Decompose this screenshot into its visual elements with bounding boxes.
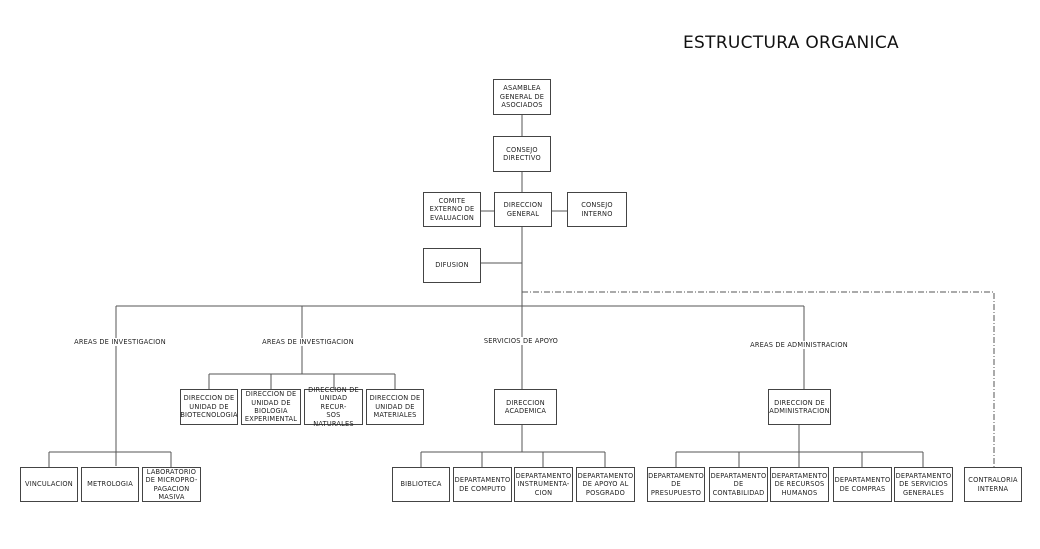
node-difusion: DIFUSION	[423, 248, 481, 283]
label-areas-investigacion-2: AREAS DE INVESTIGACION	[260, 338, 356, 346]
node-dep-contabilidad: DEPARTAMENTO DE CONTABILIDAD	[709, 467, 768, 502]
node-metrologia: METROLOGIA	[81, 467, 139, 502]
label-areas-administracion: AREAS DE ADMINISTRACION	[748, 341, 850, 349]
node-dir-biologia: DIRECCION DE UNIDAD DE BIOLOGIA EXPERIME…	[241, 389, 301, 425]
node-contraloria: CONTRALORIA INTERNA	[964, 467, 1022, 502]
label-servicios-apoyo: SERVICIOS DE APOYO	[481, 337, 561, 345]
node-dep-presupuesto: DEPARTAMENTO DE PRESUPUESTO	[647, 467, 705, 502]
node-dep-apoyo-posgrado: DEPARTAMENTO DE APOYO AL POSGRADO	[576, 467, 635, 502]
node-direccion-general: DIRECCION GENERAL	[494, 192, 552, 227]
node-comite-externo: COMITE EXTERNO DE EVALUACION	[423, 192, 481, 227]
node-laboratorio: LABORATORIO DE MICROPRO- PAGACION MASIVA	[142, 467, 201, 502]
label-areas-investigacion-1: AREAS DE INVESTIGACION	[72, 338, 168, 346]
node-dir-academica: DIRECCION ACADEMICA	[494, 389, 557, 425]
node-dep-compras: DEPARTAMENTO DE COMPRAS	[833, 467, 892, 502]
page-title: ESTRUCTURA ORGANICA	[683, 33, 899, 53]
node-vinculacion: VINCULACION	[20, 467, 78, 502]
node-dir-materiales: DIRECCION DE UNIDAD DE MATERIALES	[366, 389, 424, 425]
node-dep-computo: DEPARTAMENTO DE COMPUTO	[453, 467, 512, 502]
node-dir-biotecnologia: DIRECCION DE UNIDAD DE BIOTECNOLOGIA	[180, 389, 238, 425]
node-biblioteca: BIBLIOTECA	[392, 467, 450, 502]
node-dep-instrumentacion: DEPARTAMENTO INSTRUMENTA- CION	[514, 467, 573, 502]
node-dir-recursos: DIRECCION DE UNIDAD RECUR- SOS NATURALES	[304, 386, 363, 428]
node-consejo-interno: CONSEJO INTERNO	[567, 192, 627, 227]
node-asamblea: ASAMBLEA GENERAL DE ASOCIADOS	[493, 79, 551, 115]
node-dep-servicios-generales: DEPARTAMENTO DE SERVICIOS GENERALES	[894, 467, 953, 502]
node-consejo-directivo: CONSEJO DIRECTIVO	[493, 136, 551, 172]
node-dir-administracion: DIRECCION DE ADMINISTRACION	[768, 389, 831, 425]
node-dep-recursos-humanos: DEPARTAMENTO DE RECURSOS HUMANOS	[770, 467, 829, 502]
